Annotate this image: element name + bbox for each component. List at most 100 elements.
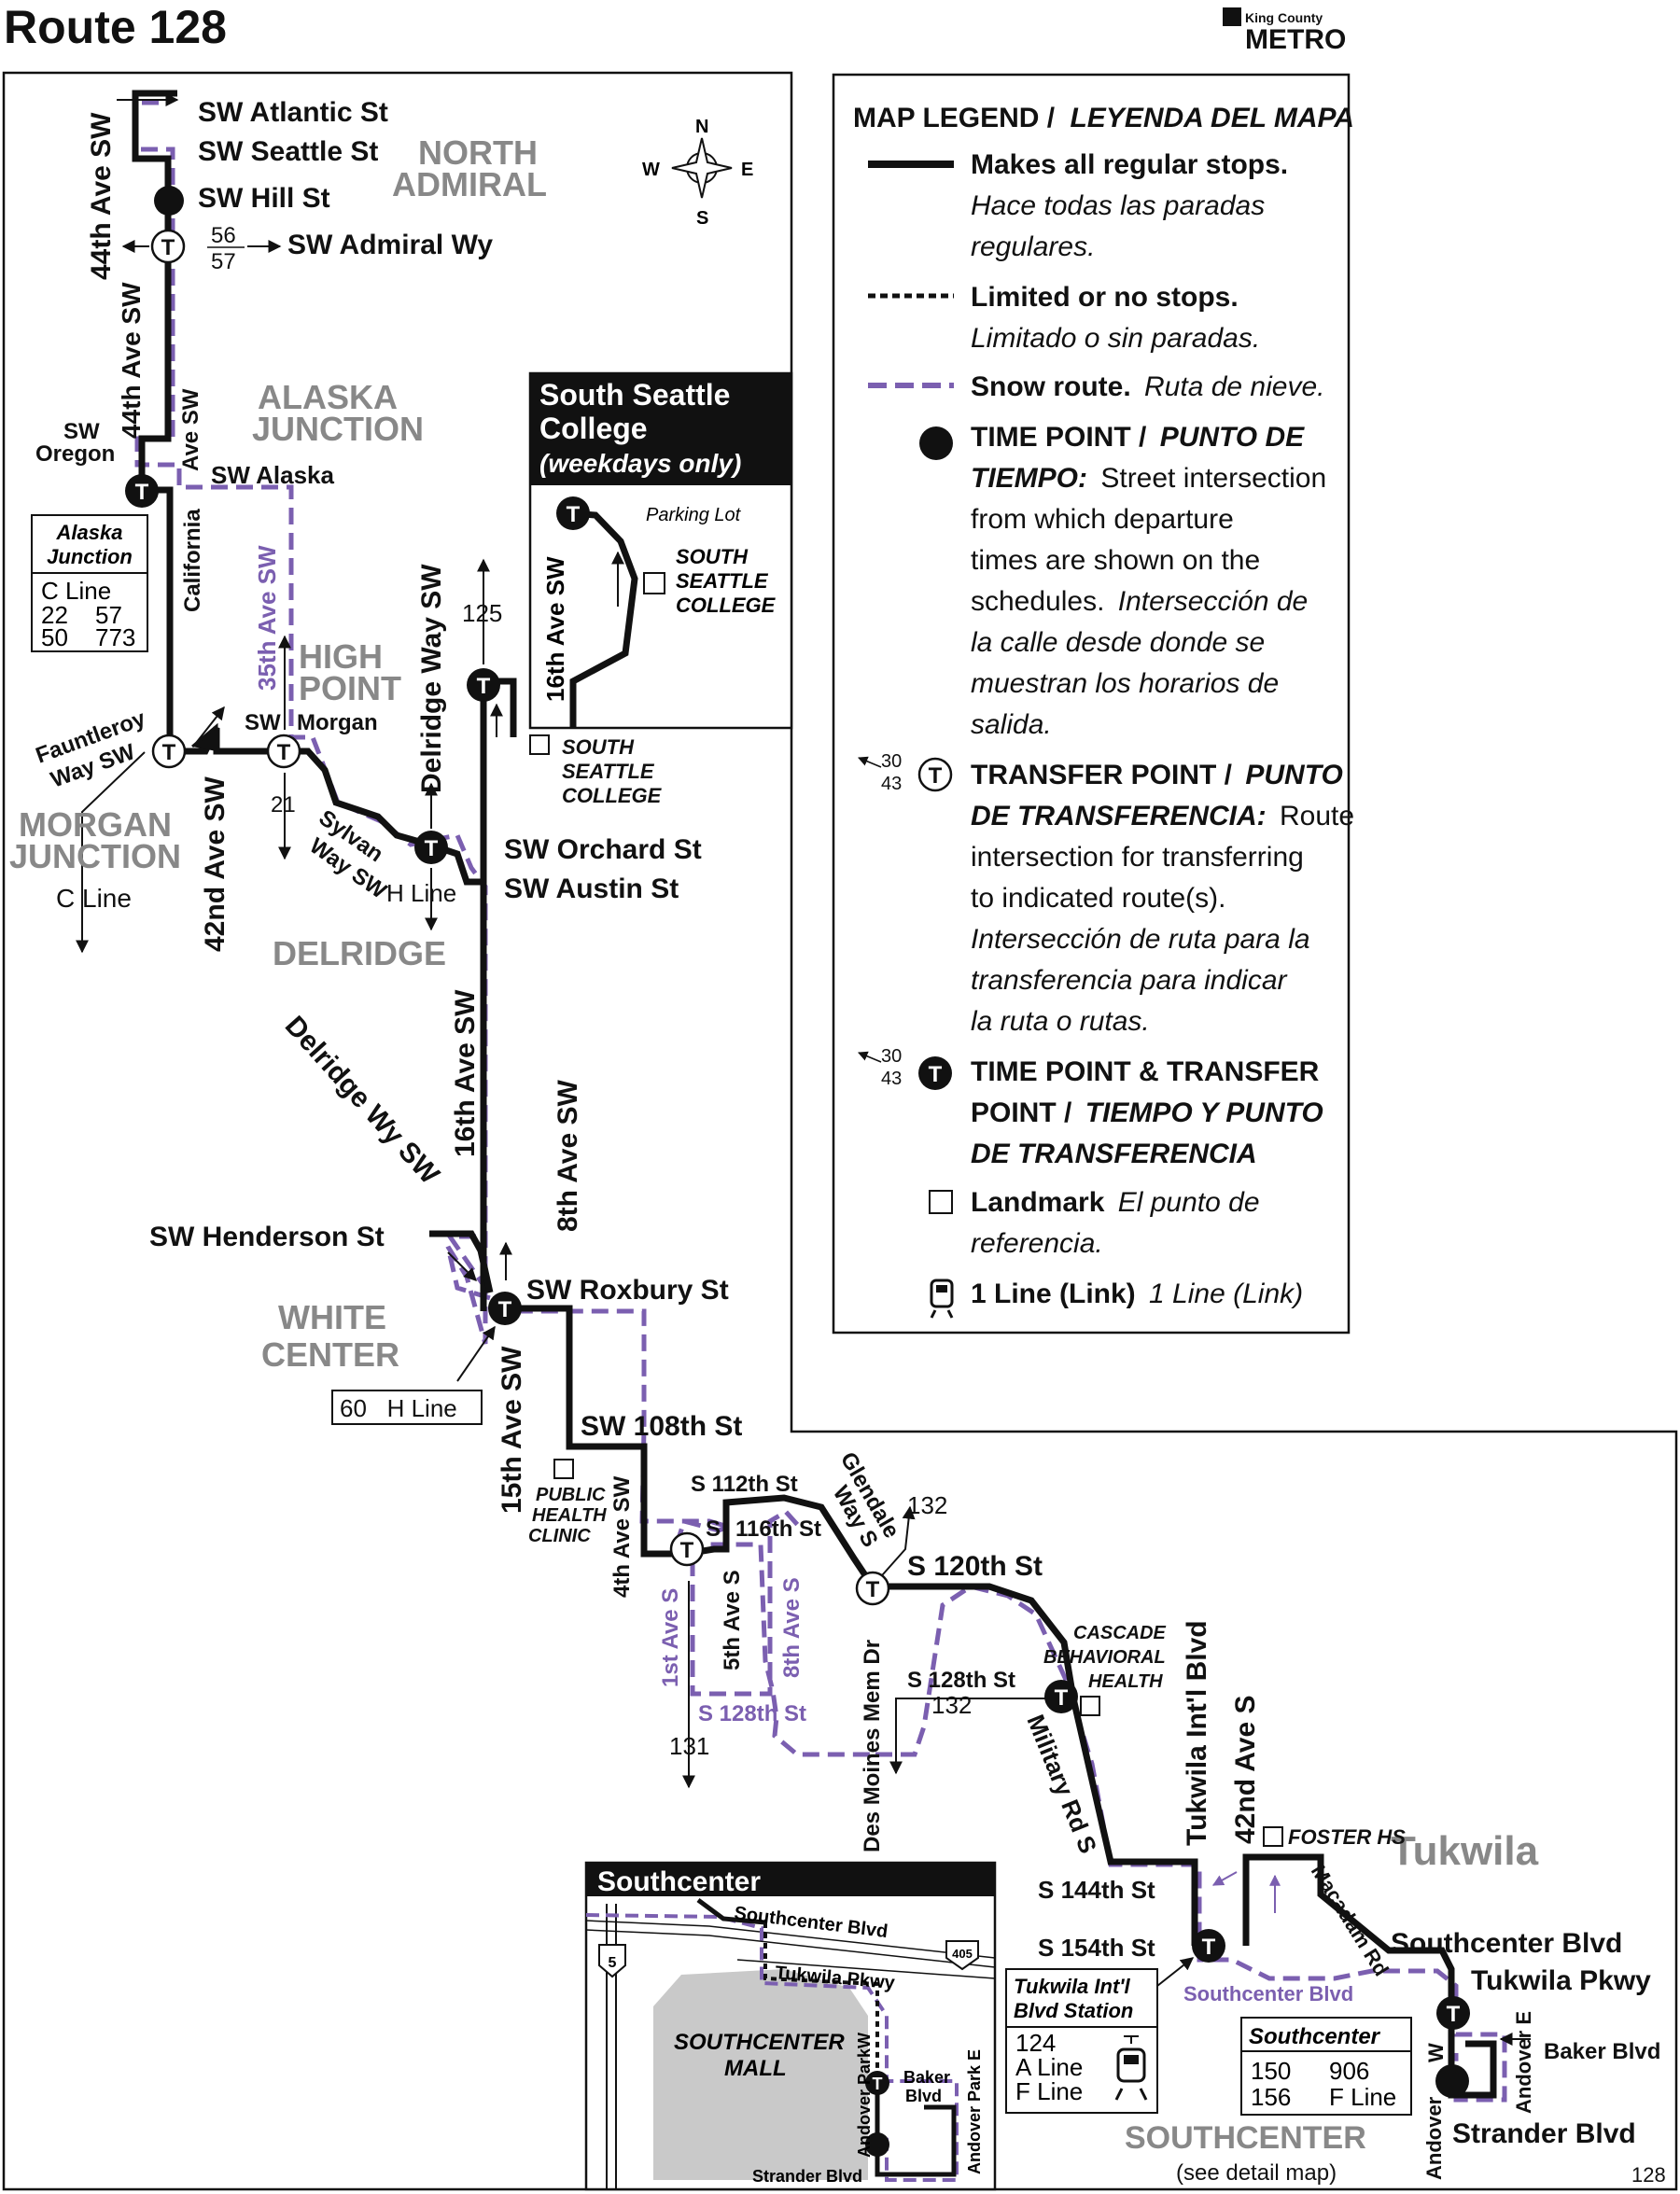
street-sw-oregon-1: SW	[63, 419, 100, 444]
legend-tr-line1: TRANSFER POINT / PUNTO	[971, 760, 1343, 790]
marker-letter: T	[1202, 1935, 1216, 1960]
legend-tptr-icon	[918, 1056, 952, 1090]
compass-s: S	[696, 208, 708, 229]
timepoint-transfer-roxbury: T	[488, 1292, 522, 1325]
timepoint-transfer-delridge: T	[414, 831, 448, 864]
street-4th: 4th Ave SW	[609, 1475, 635, 1598]
morgan-junction-label-2: JUNCTION	[9, 837, 181, 875]
tib-box-r2: A Line	[1015, 2053, 1083, 2081]
street-sw-atlantic: SW Atlantic St	[198, 97, 388, 128]
light-rail-icon	[1114, 2035, 1148, 2101]
marker-letter: T	[162, 740, 176, 765]
snow-route-south	[875, 1584, 1507, 2103]
white-center-label-2: CENTER	[261, 1335, 399, 1374]
legend-tr-l3: intersection for transferring	[971, 842, 1304, 873]
route-132-mid: 132	[931, 1691, 972, 1719]
alaska-box-r2b: 57	[95, 601, 122, 629]
timepoint-transfer-tib: T	[1192, 1929, 1225, 1963]
timepoint-transfer-military: T	[1044, 1680, 1078, 1713]
transfer-marker-icon	[151, 734, 187, 769]
landmark-cbh-icon	[1080, 1696, 1100, 1716]
tib-box-r3: F Line	[1015, 2077, 1083, 2105]
marker-letter: T	[498, 1297, 512, 1322]
street-8th: 8th Ave SW	[553, 1080, 583, 1232]
street-s-154: S 154th St	[1038, 1934, 1155, 1962]
landmark-foster-icon	[1263, 1826, 1283, 1847]
sc-box-title-frame	[1240, 2017, 1412, 2052]
timepoint-transfer-icon	[1436, 1996, 1470, 2030]
sc-inset-mall	[653, 1969, 868, 2180]
legend-regular-en: Makes all regular stops.	[971, 149, 1288, 180]
compass-e: E	[741, 160, 753, 180]
southcenter-note: (see detail map)	[1176, 2160, 1337, 2186]
street-s-112: S 112th St	[691, 1472, 798, 1497]
landmark-cbh-3: HEALTH	[1088, 1671, 1163, 1692]
legend-tr-l2b: Route	[1280, 801, 1354, 831]
tukwila-left-arrow-icon	[1211, 1871, 1238, 1886]
legend-tp-line2: TIEMPO: Street intersection	[971, 463, 1326, 494]
sc-inset-limited	[763, 1922, 879, 2081]
ssc-inset-parking: Parking Lot	[646, 505, 742, 525]
alaska-junction-box: Alaska Junction C Line 22 57 50 773	[31, 514, 148, 652]
tib-box-title-2: Blvd Station	[1014, 1999, 1133, 2022]
legend-regular-es2: regulares.	[971, 231, 1095, 262]
cline-arrow-icon	[76, 751, 146, 954]
landmark-phc-icon	[553, 1459, 574, 1479]
street-strander-blvd: Strander Blvd	[1452, 2118, 1636, 2149]
metro-logo: King County METRO	[1223, 7, 1346, 55]
sc-inset-andover-w: Andover ParkW	[855, 2033, 874, 2158]
legend-tr-l5: Intersección de ruta para la	[971, 924, 1310, 955]
legend-tp-line5: schedules. Intersección de	[971, 586, 1308, 617]
street-southcenter-blvd-snow: Southcenter Blvd	[1183, 1982, 1353, 2005]
route-131: 131	[669, 1732, 709, 1760]
legend-heading: MAP LEGEND / LEYENDA DEL MAPA	[853, 103, 1354, 133]
marker-letter: T	[277, 740, 291, 765]
alaska-box-r1: C Line	[41, 577, 111, 605]
ssc-inset-title-1: South Seattle	[539, 378, 730, 412]
timepoint-transfer-icon	[467, 668, 500, 702]
legend-timepoint-icon	[919, 426, 953, 460]
marker-letter: T	[1055, 1685, 1069, 1711]
transfer-route-labels: 56 57 21 C Line H Line 125 131 132 132	[56, 223, 972, 1760]
route-125: 125	[462, 599, 502, 627]
street-44th-top: 44th Ave SW	[86, 112, 117, 280]
alaska-junction-label-2: JUNCTION	[252, 410, 424, 448]
legend-tp-l4: times are shown on the	[971, 545, 1260, 576]
street-delridge-way: Delridge Way SW	[416, 564, 447, 793]
route-132-top: 132	[907, 1491, 947, 1519]
route-hline-delridge: H Line	[386, 879, 456, 907]
street-8th-s: 8th Ave S	[779, 1577, 805, 1678]
agency-line2: METRO	[1245, 24, 1346, 55]
legend-tr-line2: DE TRANSFERENCIA: Route	[971, 801, 1354, 831]
legend-tt-l2b: TIEMPO Y PUNTO	[1085, 1097, 1323, 1128]
sc-box-body-frame	[1240, 2050, 1412, 2116]
legend-content: MAP LEGEND / LEYENDA DEL MAPA Makes all …	[853, 103, 1354, 1319]
compass-star-icon	[671, 137, 733, 199]
route-cline-left: C Line	[56, 884, 132, 913]
alaska-junction-label: ALASKA	[258, 378, 398, 416]
sc-inset-andover-e: Andover Park E	[965, 2049, 984, 2174]
marker-letter: T	[1447, 2002, 1461, 2027]
marker-letter: T	[929, 763, 943, 789]
street-s-144: S 144th St	[1038, 1876, 1155, 1904]
alaska-box-title-1: Alaska	[56, 521, 123, 544]
ssc-inset-landmark-icon	[643, 572, 665, 594]
legend-tt-l3: DE TRANSFERENCIA	[971, 1139, 1257, 1169]
legend-limited-en: Limited or no stops.	[971, 282, 1239, 313]
legend-tp-l2b: Street intersection	[1100, 463, 1326, 494]
transfer-point-glendale: T	[855, 1571, 890, 1606]
north-admiral-label-2: ADMIRAL	[392, 165, 547, 203]
morgan-junction-label: MORGAN	[19, 805, 172, 844]
southcenter-route-box: Southcenter 150 906 156 F Line	[1240, 2017, 1412, 2116]
marker-letter: T	[680, 1538, 694, 1563]
marker-letter: T	[135, 480, 149, 505]
legend-link: 1 Line (Link) 1 Line (Link)	[971, 1279, 1303, 1309]
transfer-point-admiral: T	[150, 229, 186, 264]
alaska-box-title-2: Junction	[47, 545, 133, 568]
ssc-inset-lm-2: SEATTLE	[676, 569, 769, 593]
street-andover-w: Andover	[1422, 2096, 1446, 2180]
sc-box-r1b: 906	[1329, 2057, 1369, 2085]
alaska-box-r3a: 50	[41, 623, 68, 651]
street-sw-morgan-1: SW	[245, 710, 281, 735]
